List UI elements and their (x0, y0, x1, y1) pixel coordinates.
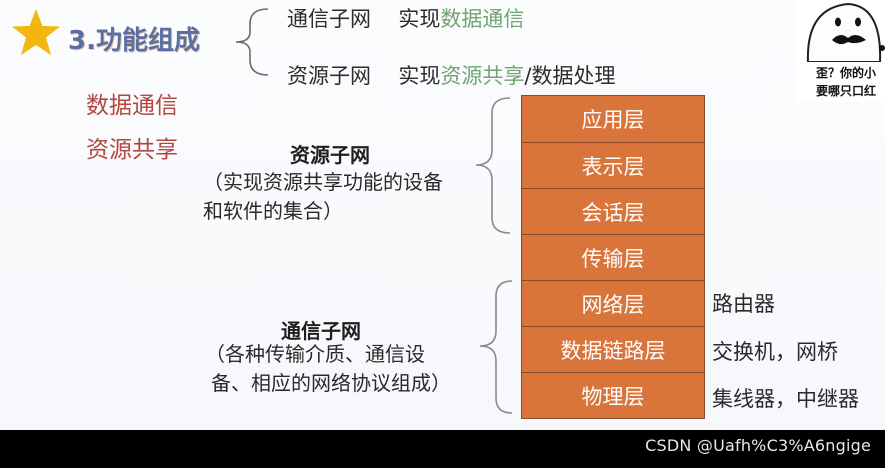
resource-subnet-title: 资源子网 (290, 143, 370, 167)
top-item-comm: 通信子网 实现数据通信 (287, 3, 524, 33)
resource-brace (475, 97, 511, 234)
osi-layer-stack: 应用层 表示层 会话层 传输层 网络层 数据链路层 物理层 (521, 95, 705, 419)
desc-line: （实现资源共享功能的设备 (203, 170, 443, 194)
comm-subnet-desc: （各种传输介质、通信设 备、相应的网络协议组成） (205, 340, 451, 398)
comm-brace (479, 280, 513, 414)
top-item-highlight: 资源共享 (440, 64, 525, 88)
device-switch-bridge: 交换机，网桥 (712, 340, 838, 364)
device-router: 路由器 (712, 292, 775, 316)
note-resource-share: 资源共享 (86, 137, 178, 163)
desc-line: 和软件的集合） (203, 199, 343, 223)
section-title: 3.功能组成 (68, 26, 200, 56)
meme-sticker: 歪？你的小 要哪只口红 (796, 0, 885, 102)
layer-transport: 传输层 (521, 235, 705, 281)
meme-caption-line: 要哪只口红 (816, 84, 877, 98)
meme-caption-line: 歪？你的小 (816, 66, 877, 80)
top-item-resource: 资源子网 实现资源共享/数据处理 (287, 60, 615, 90)
desc-line: 备、相应的网络协议组成） (211, 371, 451, 395)
layer-session: 会话层 (521, 189, 705, 235)
csdn-watermark: CSDN @Uafh%C3%A6ngige (645, 436, 871, 455)
slide: 3.功能组成 通信子网 实现数据通信 资源子网 实现资源共享/数据处理 数据通信… (0, 0, 885, 430)
video-bottom-bar (0, 430, 885, 468)
resource-subnet-desc: （实现资源共享功能的设备 和软件的集合） (203, 168, 443, 226)
top-item-rest: /数据处理 (524, 64, 616, 88)
top-item-name: 通信子网 (287, 7, 371, 31)
star-icon (12, 9, 60, 55)
layer-data-link: 数据链路层 (521, 327, 705, 373)
layer-physical: 物理层 (521, 373, 705, 419)
comm-subnet-title: 通信子网 (281, 319, 361, 343)
layer-network: 网络层 (521, 281, 705, 327)
device-hub-repeater: 集线器，中继器 (712, 387, 859, 411)
note-data-comm: 数据通信 (86, 93, 178, 119)
top-item-verb: 实现 (398, 64, 441, 88)
top-item-verb: 实现 (398, 7, 441, 31)
desc-line: （各种传输介质、通信设 (205, 342, 425, 366)
top-item-name: 资源子网 (287, 64, 371, 88)
meme-face-icon (806, 2, 885, 63)
layer-presentation: 表示层 (521, 143, 705, 189)
title-brace (235, 8, 269, 76)
top-item-highlight: 数据通信 (440, 7, 525, 31)
layer-application: 应用层 (521, 95, 705, 143)
